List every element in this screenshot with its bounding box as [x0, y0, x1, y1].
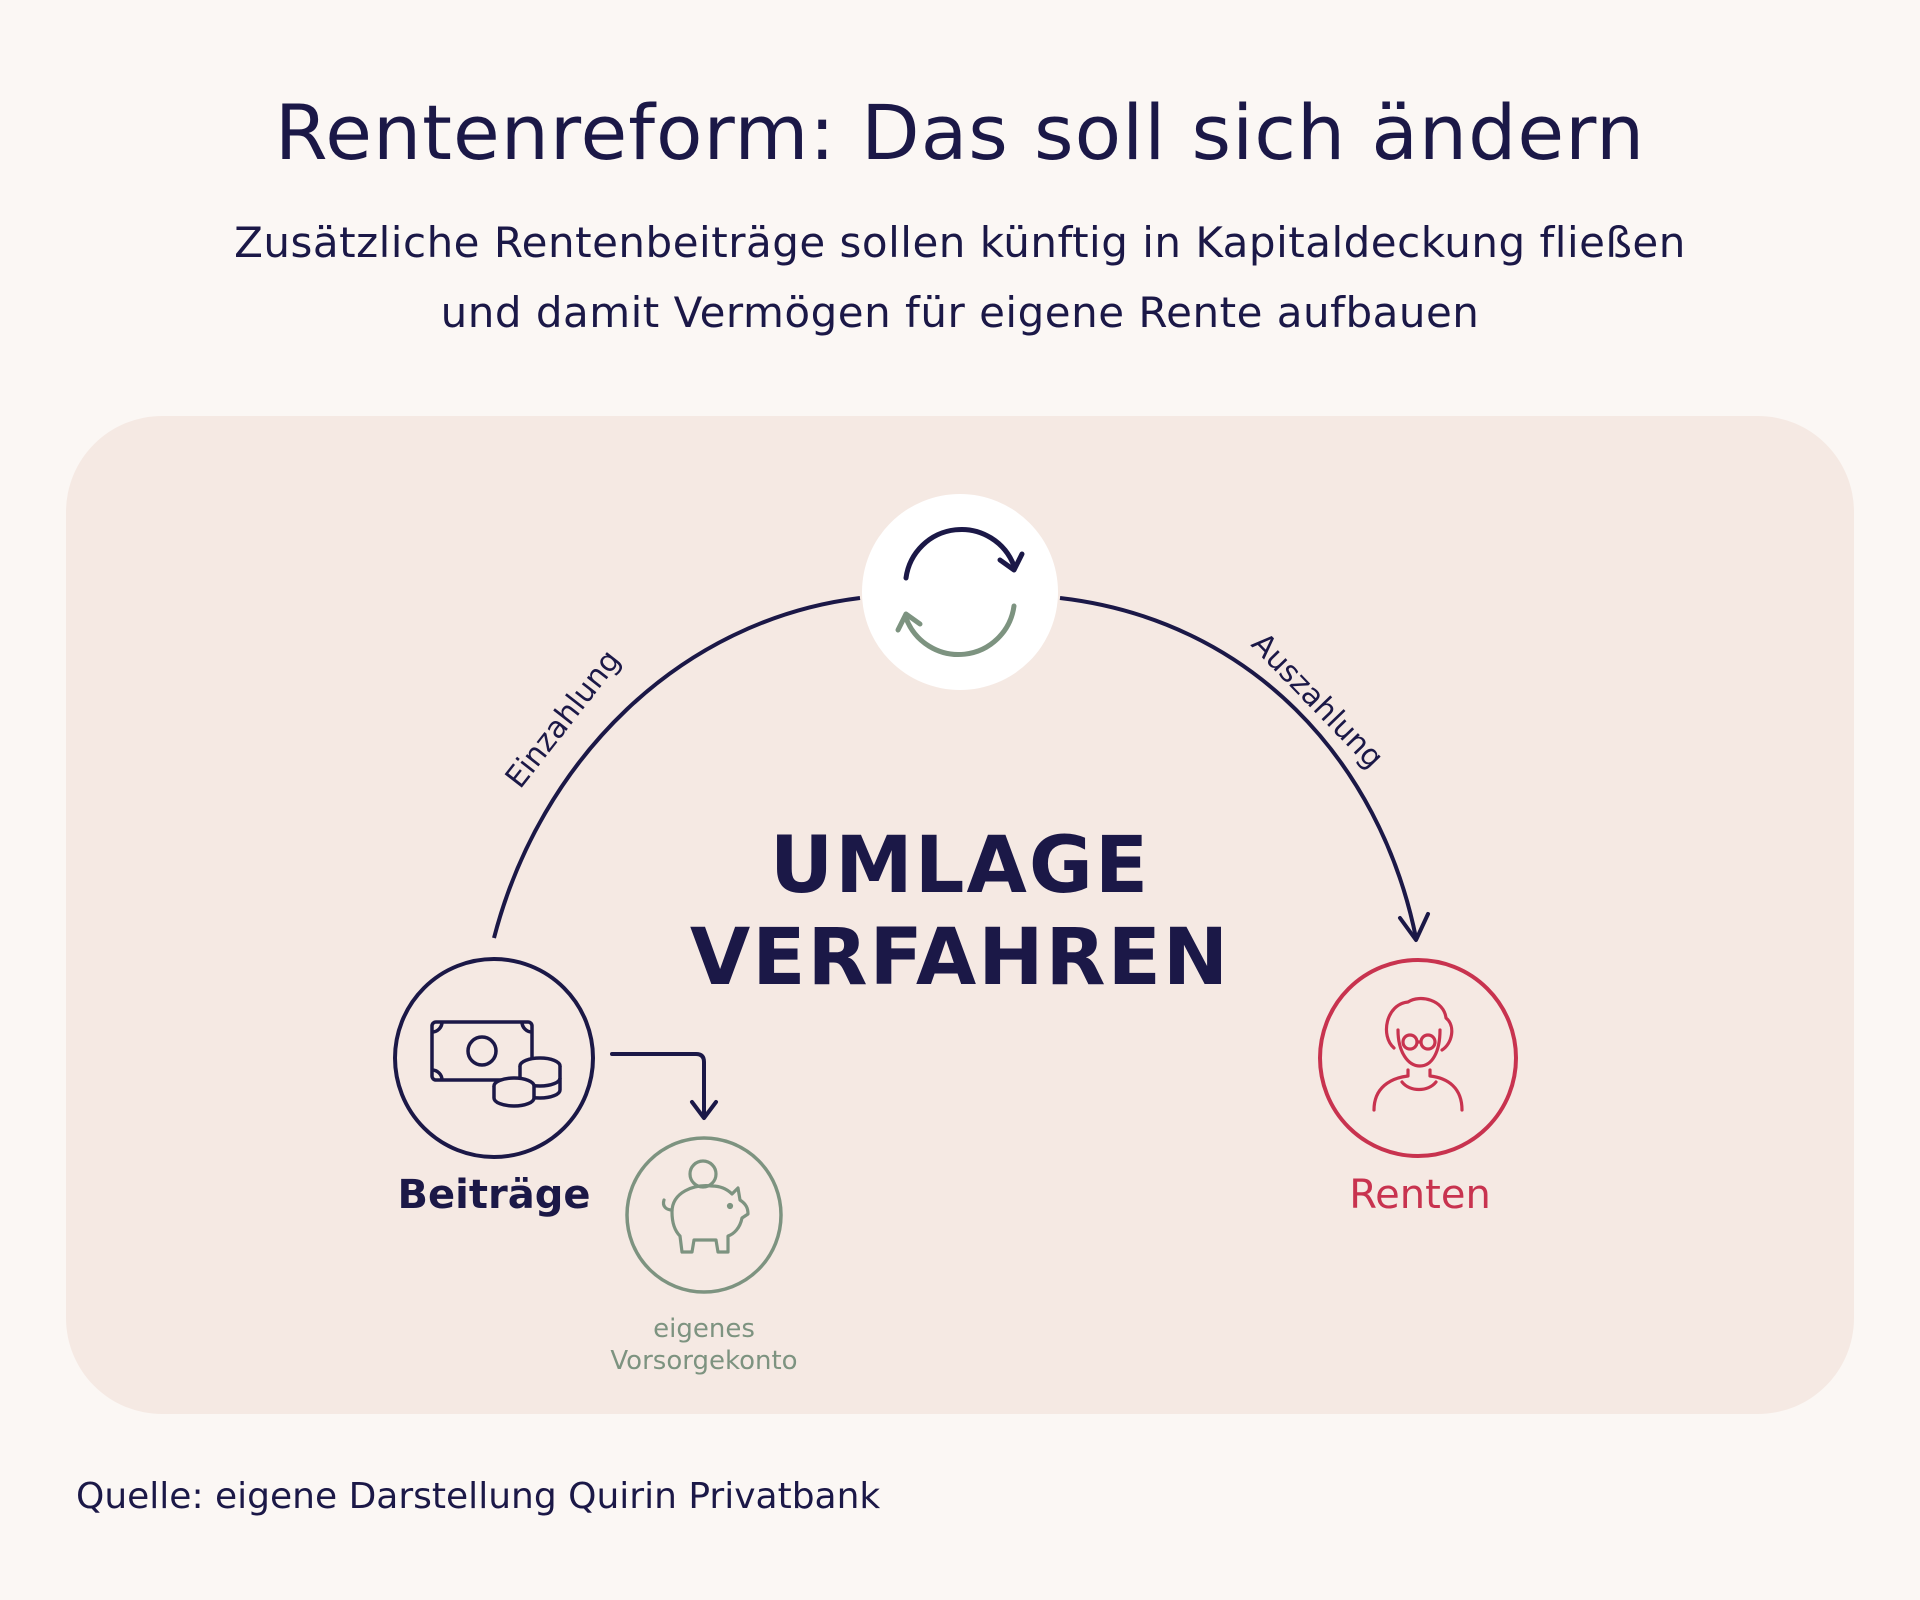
piggy-bank-icon: [661, 1159, 750, 1254]
auszahlung-label: Auszahlung: [1244, 626, 1390, 775]
beitraege-node: [393, 957, 595, 1159]
konto-label-line-2: Vorsorgekonto: [610, 1346, 798, 1376]
umlageverfahren-heading: UMLAGE VERFAHREN: [640, 820, 1280, 1004]
refresh-cycle-icon: [895, 526, 1025, 658]
konto-connector-arrowhead: [690, 1100, 718, 1120]
page-title: Rentenreform: Das soll sich ändern: [274, 88, 1646, 177]
konto-label-line-1: eigenes: [653, 1314, 755, 1344]
money-coins-icon: [430, 1020, 562, 1108]
source-note: Quelle: eigene Darstellung Quirin Privat…: [76, 1476, 881, 1517]
renten-node: [1318, 958, 1518, 1158]
subtitle-line-1: Zusätzliche Rentenbeiträge sollen künfti…: [234, 218, 1686, 267]
center-line-1: UMLAGE: [769, 821, 1151, 911]
auszahlung-arrowhead: [1398, 912, 1430, 942]
konto-connector-arrow: [610, 1052, 706, 1118]
subtitle: Zusätzliche Rentenbeiträge sollen künfti…: [0, 208, 1920, 348]
senior-person-icon: [1372, 996, 1464, 1112]
center-line-2: VERFAHREN: [689, 913, 1231, 1003]
beitraege-label: Beiträge: [397, 1172, 591, 1218]
cycle-node: [862, 494, 1058, 690]
einzahlung-arc: [492, 596, 861, 939]
subtitle-line-2: und damit Vermögen für eigene Rente aufb…: [440, 288, 1480, 337]
auszahlung-arc: [1059, 596, 1418, 939]
renten-label: Renten: [1349, 1172, 1491, 1218]
konto-label: eigenes Vorsorgekonto: [560, 1313, 848, 1377]
einzahlung-label: Einzahlung: [499, 643, 628, 794]
konto-node: [625, 1136, 783, 1294]
